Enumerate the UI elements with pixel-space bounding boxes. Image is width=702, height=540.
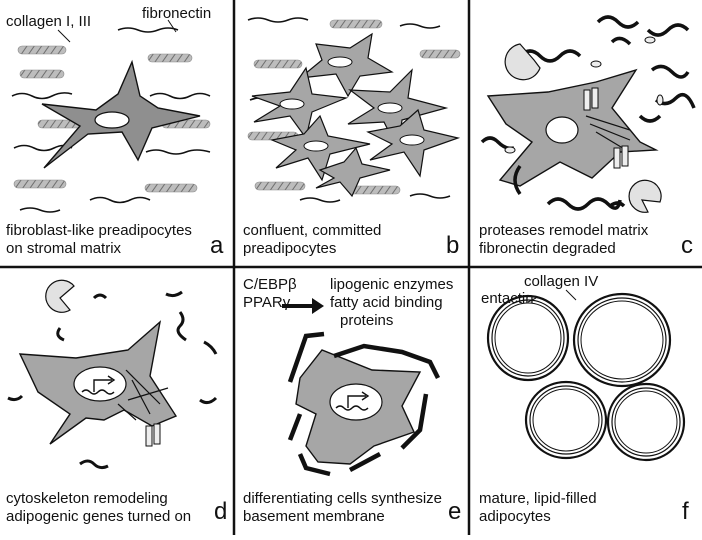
caption-line: proteases remodel matrix xyxy=(479,222,649,239)
basement-membrane xyxy=(287,331,441,477)
collagen-pointer xyxy=(57,29,71,43)
gene-activation-icon xyxy=(335,391,370,411)
factor-ppar: PPARγ xyxy=(243,294,291,311)
panel-d-caption: cytoskeleton remodeling adipogenic genes… xyxy=(6,490,191,526)
fibronectin-fibers xyxy=(11,27,211,213)
panel-e-drawing xyxy=(282,298,441,477)
caption-line: confluent, committed xyxy=(243,222,382,239)
signal-arrow xyxy=(282,298,324,314)
panel-e-letter: e xyxy=(448,498,462,525)
panel-d-letter: d xyxy=(214,498,228,525)
panel-d-drawing xyxy=(7,279,218,470)
product-line: lipogenic enzymes xyxy=(330,276,454,293)
panel-a-caption: fibroblast-like preadipocytes on stromal… xyxy=(6,222,192,258)
caption-line: adipocytes xyxy=(479,508,551,525)
panel-b-letter: b xyxy=(446,232,460,259)
caption-line: fibroblast-like preadipocytes xyxy=(6,222,192,239)
caption-line: on stromal matrix xyxy=(6,240,122,257)
cell-nucleus xyxy=(329,383,383,421)
panel-a-letter: a xyxy=(210,232,224,259)
caption-line: differentiating cells synthesize xyxy=(243,490,442,507)
product-line: proteins xyxy=(340,312,394,329)
cell-nucleus xyxy=(545,116,579,144)
integrin-receptors xyxy=(145,423,161,447)
panel-c-drawing xyxy=(480,15,696,213)
caption-line: preadipocytes xyxy=(243,240,337,257)
integrin-receptors xyxy=(504,36,664,169)
product-line: fatty acid binding xyxy=(330,294,443,311)
panel-e-caption: differentiating cells synthesize basemen… xyxy=(243,490,442,526)
panel-b-caption: confluent, committed preadipocytes xyxy=(243,222,381,258)
adipocyte-2 xyxy=(572,292,672,388)
caption-line: fibronectin degraded xyxy=(479,240,616,257)
panel-f-letter: f xyxy=(682,498,689,525)
adipocyte-4 xyxy=(606,382,686,462)
panel-b-drawing xyxy=(247,17,461,203)
panel-c-caption: proteases remodel matrix fibronectin deg… xyxy=(479,222,648,258)
adipocyte-3 xyxy=(524,380,608,460)
entactin-pointer xyxy=(527,297,537,303)
panel-f-drawing xyxy=(486,289,686,462)
caption-line: cytoskeleton remodeling xyxy=(6,490,168,507)
entactin-label: entactin xyxy=(481,290,534,307)
fibronectin-pointer xyxy=(167,19,177,33)
matrix-fragments xyxy=(7,290,218,470)
panel-c-letter: c xyxy=(681,232,693,259)
collagen-pointer xyxy=(565,289,577,301)
panel-a-drawing xyxy=(11,19,211,213)
fibronectin-label: fibronectin xyxy=(142,5,212,22)
nuclei xyxy=(279,56,425,152)
cytoskeleton-fibers xyxy=(117,369,169,421)
collagen-iv-label: collagen IV xyxy=(524,273,599,290)
cytoskeleton-fibers xyxy=(585,115,631,151)
adipocyte-1 xyxy=(486,294,570,382)
panel-f-caption: mature, lipid-filled adipocytes xyxy=(479,490,597,526)
protease-icon xyxy=(504,43,662,213)
fibronectin-fragments xyxy=(480,15,696,211)
factor-cebp: C/EBPβ xyxy=(243,276,297,293)
caption-line: adipogenic genes turned on xyxy=(6,508,192,525)
gene-activation-icon xyxy=(81,375,116,395)
caption-line: basement membrane xyxy=(243,508,385,525)
lipogenic-products: lipogenic enzymes fatty acid binding pro… xyxy=(330,276,453,330)
transcription-factors: C/EBPβ PPARγ xyxy=(243,276,297,312)
cell-nucleus xyxy=(94,111,130,129)
protease-icon xyxy=(45,279,75,313)
caption-line: mature, lipid-filled xyxy=(479,490,597,507)
collagen-label: collagen I, III xyxy=(6,13,92,30)
cell-nucleus xyxy=(73,366,127,402)
